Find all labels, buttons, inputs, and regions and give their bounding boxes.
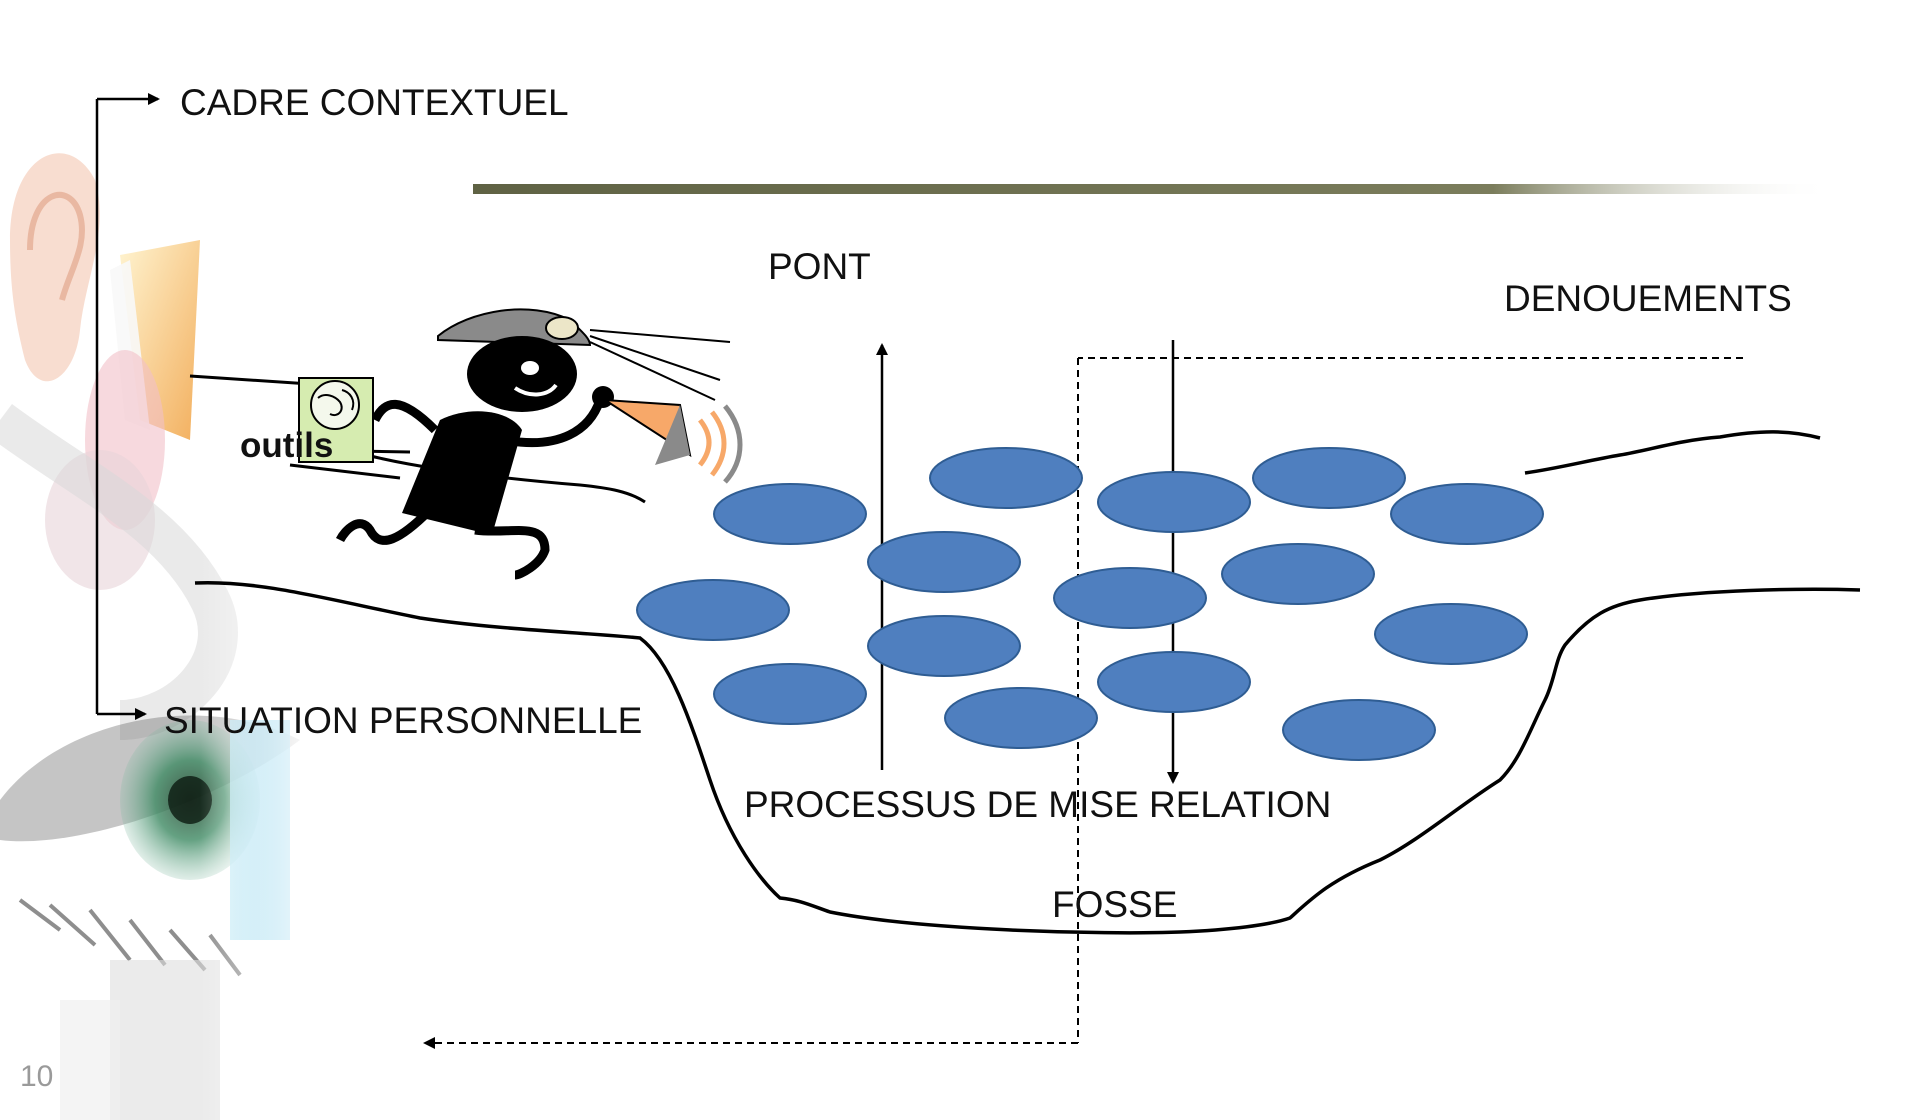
slide-number: 10: [20, 1060, 54, 1093]
stepping-stones: [636, 447, 1544, 761]
processus-label: PROCESSUS DE MISE RELATION: [744, 784, 1332, 825]
pont-label: PONT: [768, 246, 871, 287]
stone: [944, 687, 1098, 749]
path-upper: [354, 450, 646, 504]
stone: [867, 615, 1021, 677]
fosse-outline: [194, 580, 1861, 935]
ear-eye-background-art: [0, 0, 320, 1120]
bracket-connector: [95, 93, 160, 720]
stone: [1252, 447, 1406, 509]
stone: [636, 579, 790, 641]
outils-label: outils: [240, 426, 334, 465]
denouements-label: DENOUEMENTS: [1504, 278, 1792, 319]
running-explorer-icon: [189, 308, 731, 580]
right-bank: [1524, 430, 1821, 475]
stone: [713, 483, 867, 545]
stone: [1374, 603, 1528, 665]
cadre-contextuel-label: CADRE CONTEXTUEL: [180, 82, 569, 123]
megaphone-icon: [601, 398, 743, 484]
fosse-label: FOSSE: [1052, 884, 1178, 925]
stone: [929, 447, 1083, 509]
situation-personnelle-label: SITUATION PERSONNELLE: [164, 700, 643, 741]
stone: [1282, 699, 1436, 761]
stone: [1221, 543, 1375, 605]
header-bar: [473, 184, 1833, 194]
stone: [1053, 567, 1207, 629]
stone: [1097, 471, 1251, 533]
stone: [1097, 651, 1251, 713]
globe-icon: [310, 380, 360, 430]
stone: [713, 663, 867, 725]
stone: [1390, 483, 1544, 545]
stone: [867, 531, 1021, 593]
globe-book-icon: [298, 377, 374, 463]
